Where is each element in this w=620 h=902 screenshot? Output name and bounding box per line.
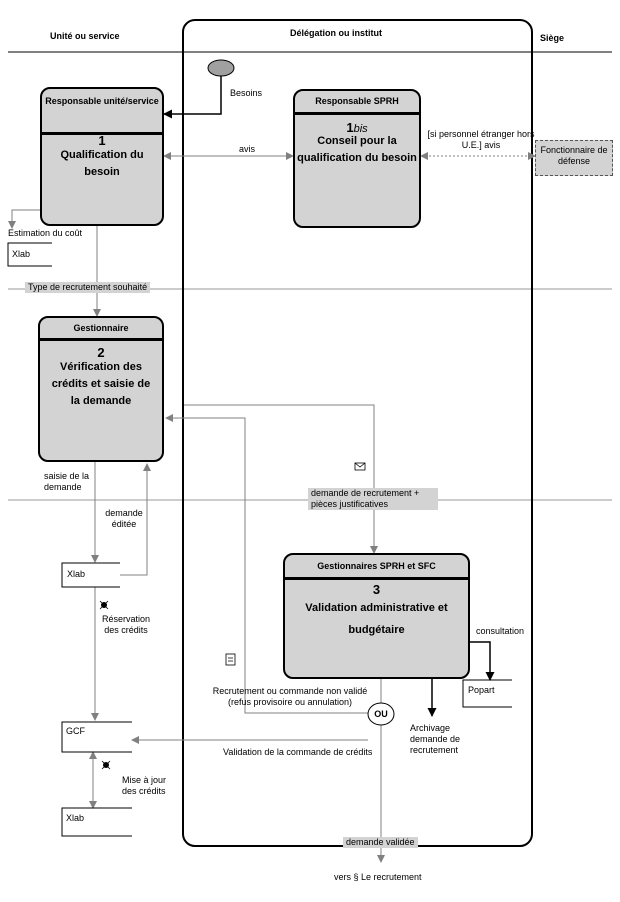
label-archivage: Archivage demande de recrutement — [410, 723, 461, 755]
label-etranger: [si personnel étranger hors U.E.] avis — [427, 129, 535, 150]
store-gcf: GCF — [66, 726, 85, 736]
process-1bis: Responsable SPRH 1bis Conseil pour la qu… — [293, 89, 421, 228]
store-xlab1-shape — [7, 242, 52, 267]
gateway-ou-label: OU — [374, 709, 388, 719]
column-middle-title: Délégation ou institut — [290, 28, 382, 38]
process-3-title: Validation administrative et budgétaire — [305, 602, 448, 636]
flow-non-valide — [165, 414, 368, 714]
process-1-number: 1 — [98, 133, 106, 148]
flow-demande-recrutement — [184, 404, 378, 554]
column-left-title: Unité ou service — [50, 31, 120, 41]
store-xlab3-shape — [61, 807, 132, 837]
label-demande-recrutement: demande de recrutement + pièces justific… — [308, 488, 438, 510]
store-xlab2: Xlab — [67, 569, 86, 579]
label-validation-commande: Validation de la commande de crédits — [223, 747, 373, 757]
document-icon — [225, 653, 236, 666]
label-reservation: Réservation des crédits — [101, 614, 151, 635]
label-estimation: Estimation du coût — [8, 228, 83, 238]
label-demande-editee: demande éditée — [105, 508, 143, 529]
process-2-number: 2 — [97, 345, 105, 360]
label-non-valide: Recrutement ou commande non validé (refu… — [212, 686, 368, 707]
process-1bis-title: Conseil pour la qualification du besoin — [297, 135, 417, 164]
external-entity-label: Fonctionnaire de défense — [540, 145, 608, 166]
label-consultation: consultation — [476, 626, 525, 636]
process-3: Gestionnaires SPRH et SFC 3 Validation a… — [283, 553, 470, 679]
process-1-role: Responsable unité/service — [42, 89, 162, 135]
start-event-besoins — [207, 59, 235, 77]
label-mise-a-jour: Mise à jour des crédits — [122, 775, 167, 796]
flow-consultation — [470, 641, 495, 681]
process-3-number: 3 — [372, 582, 381, 597]
bug-icon-1 — [99, 600, 109, 610]
process-3-role: Gestionnaires SPRH et SFC — [285, 555, 468, 580]
column-right-title: Siège — [540, 33, 565, 43]
process-1: Responsable unité/service 1 Qualificatio… — [40, 87, 164, 226]
store-popart: Popart — [468, 685, 495, 695]
store-xlab3: Xlab — [66, 813, 85, 823]
store-xlab1: Xlab — [12, 249, 31, 259]
label-type-recrutement: Type de recrutement souhaité — [25, 282, 151, 293]
label-demande-validee: demande validée — [343, 837, 418, 848]
process-2: Gestionnaire 2 Vérification des crédits … — [38, 316, 164, 462]
label-avis: avis — [239, 144, 256, 154]
store-xlab2-shape — [61, 562, 120, 588]
process-1bis-role: Responsable SPRH — [295, 91, 419, 115]
label-saisie: saisie de la demande — [44, 471, 90, 492]
flow-besoins — [163, 76, 222, 119]
flow-demande-editee — [120, 463, 151, 576]
start-event-label: Besoins — [230, 88, 263, 98]
process-2-role: Gestionnaire — [40, 318, 162, 341]
flow-estimation — [8, 209, 40, 229]
process-1-title: Qualification du besoin — [60, 149, 144, 178]
label-vers: vers § Le recrutement — [334, 872, 422, 882]
store-gcf-shape — [61, 721, 132, 753]
process-1bis-number: 1 — [346, 120, 354, 135]
envelope-icon — [354, 462, 366, 471]
process-1bis-suffix: bis — [353, 123, 368, 135]
external-entity: Fonctionnaire de défense — [535, 140, 613, 176]
process-2-title: Vérification des crédits et saisie de la… — [51, 361, 151, 407]
process-1bis-number-wrap: 1bis — [295, 120, 419, 135]
gateway-ou — [367, 702, 395, 726]
store-popart-shape — [462, 679, 512, 708]
bug-icon-2 — [101, 760, 111, 770]
